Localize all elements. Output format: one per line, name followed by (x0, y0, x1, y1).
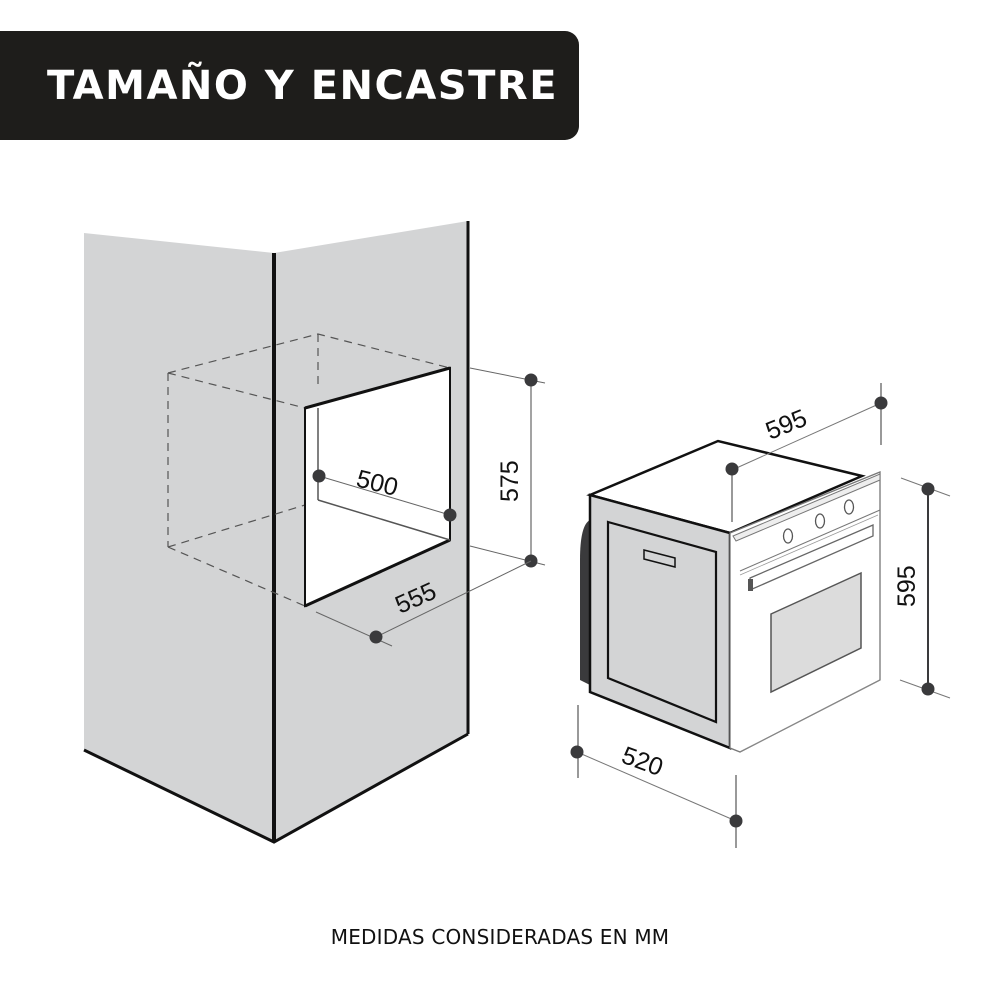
knob-icon (782, 528, 794, 544)
title-banner: TAMAÑO Y ENCASTRE (0, 31, 579, 140)
dimension-dot (524, 373, 538, 387)
niche-hidden-lines (167, 333, 451, 607)
dimension-dot (369, 630, 383, 644)
page-title: TAMAÑO Y ENCASTRE (47, 62, 559, 109)
knob-icon (814, 513, 826, 529)
oven: 595 595 520 (570, 383, 951, 848)
dimension-dot (921, 682, 935, 696)
dimension-dot (312, 469, 326, 483)
cabinet: 500 575 555 (83, 221, 546, 844)
dimension-label-niche-height: 575 (496, 460, 524, 502)
dimension-dot (725, 462, 739, 476)
dimension-dot (570, 745, 584, 759)
dimension-label-oven-depth: 520 (618, 741, 667, 782)
oven-window (770, 571, 862, 694)
dimension-dot (921, 482, 935, 496)
dimension-dot (729, 814, 743, 828)
dimension-dot (874, 396, 888, 410)
units-note: MEDIDAS CONSIDERADAS EN MM (330, 925, 670, 949)
knob-icon (843, 499, 855, 515)
dimension-label-oven-width: 595 (762, 404, 811, 446)
dimension-dot (443, 508, 457, 522)
cabinet-left-panel (84, 233, 274, 842)
dimension-label-oven-height: 595 (893, 565, 921, 607)
